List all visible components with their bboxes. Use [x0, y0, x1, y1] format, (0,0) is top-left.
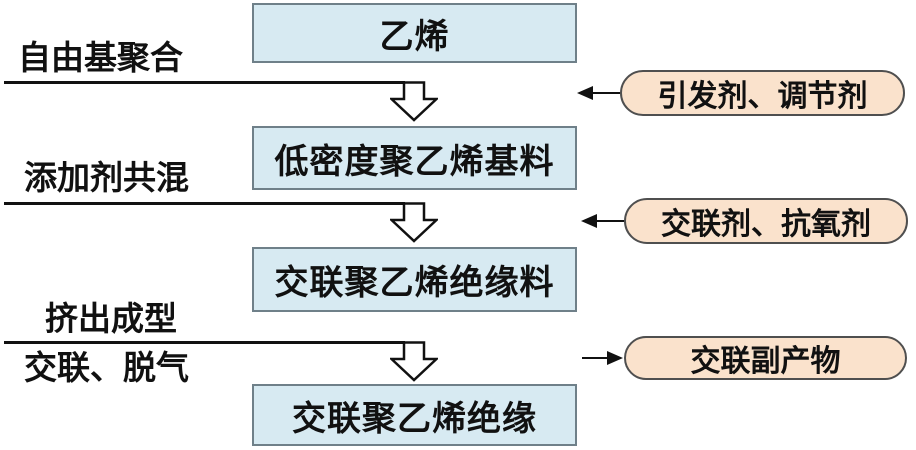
arrow-into-flow-icon	[577, 86, 622, 100]
byproduct-node-crosslinking-byproducts: 交联副产物	[624, 336, 907, 380]
process-box-label: 交联聚乙烯绝缘料	[274, 264, 555, 302]
down-block-arrow-icon	[390, 202, 438, 243]
process-box-label: 交联聚乙烯绝缘	[292, 399, 537, 438]
additive-node-initiator-regulator: 引发剂、调节剂	[620, 70, 905, 116]
step-line-3	[4, 341, 405, 344]
process-box-xlpe-compound: 交联聚乙烯绝缘料	[252, 247, 577, 312]
process-box-label: 乙烯	[379, 17, 450, 56]
down-block-arrow-icon	[390, 81, 438, 122]
process-box-label: 低密度聚乙烯基料	[274, 142, 555, 181]
step-label-additive-blending: 添加剂共混	[24, 159, 189, 196]
process-box-ldpe-base: 低密度聚乙烯基料	[252, 126, 577, 190]
down-block-arrow-icon	[390, 341, 438, 382]
additive-node-label: 引发剂、调节剂	[657, 80, 868, 113]
byproduct-node-label: 交联副产物	[690, 345, 841, 378]
process-box-ethylene: 乙烯	[252, 3, 577, 63]
arrow-into-flow-icon	[581, 214, 626, 228]
additive-node-crosslinker-antioxidant: 交联剂、抗氧剂	[624, 198, 908, 244]
arrow-out-of-flow-icon	[582, 351, 623, 365]
step-line-2	[4, 202, 405, 205]
process-box-xlpe-insulation: 交联聚乙烯绝缘	[252, 384, 577, 446]
additive-node-label: 交联剂、抗氧剂	[661, 208, 871, 241]
step-label-extrusion-molding: 挤出成型	[45, 300, 177, 337]
step-label-free-radical-polymerization: 自由基聚合	[18, 39, 183, 76]
step-line-1	[4, 81, 405, 84]
step-label-crosslink-degassing: 交联、脱气	[24, 349, 189, 386]
